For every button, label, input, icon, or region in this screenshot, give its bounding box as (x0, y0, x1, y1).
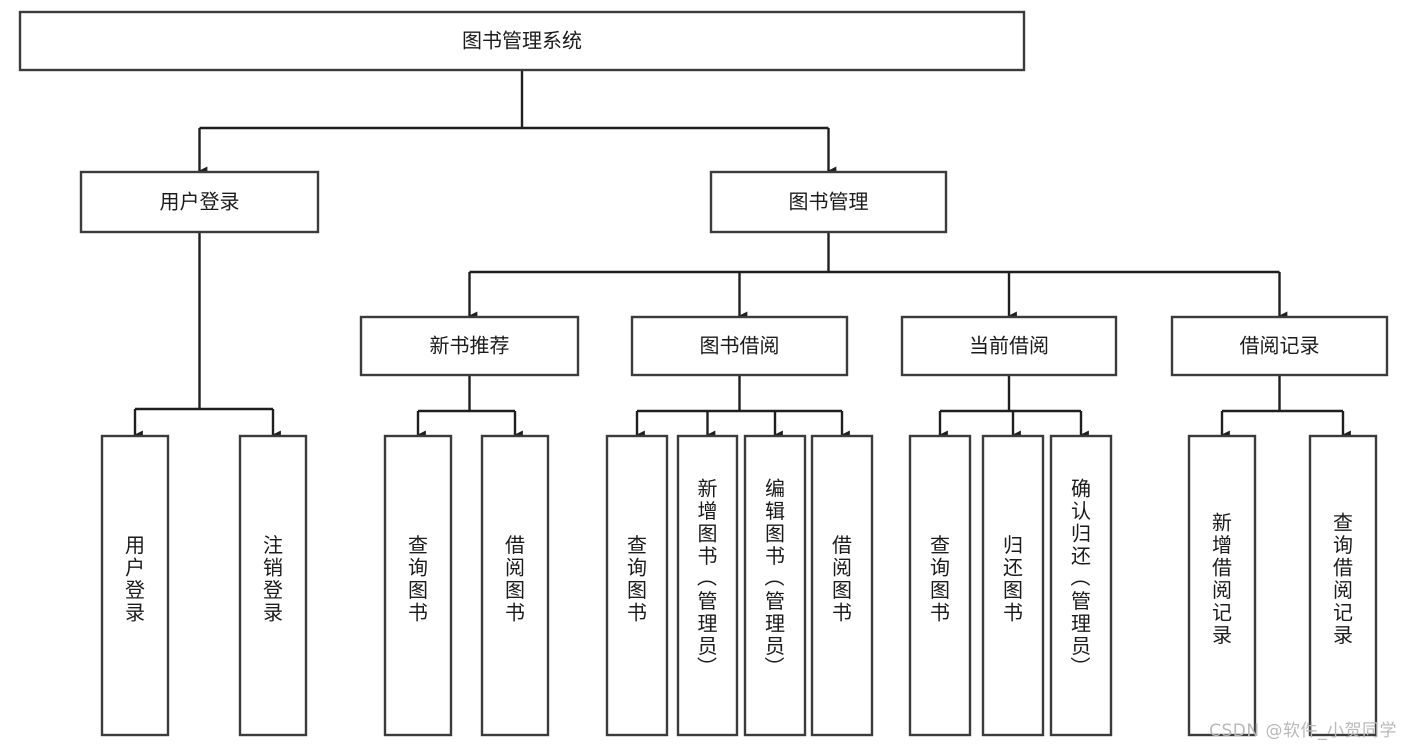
node-root[interactable]: 图书管理系统 (18, 10, 1026, 72)
node-current-borrow[interactable]: 当前借阅 (900, 315, 1118, 377)
node-label-leaf-confirm-return: 确认归还（管理员） (1070, 477, 1091, 681)
node-book-manage[interactable]: 图书管理 (709, 170, 948, 234)
node-label-leaf-borrow-book-1: 借阅图书 (505, 533, 525, 625)
node-borrow-record[interactable]: 借阅记录 (1170, 315, 1389, 377)
node-leaf-confirm-return[interactable]: 确认归还（管理员） (1049, 434, 1113, 737)
node-label-book-manage: 图书管理 (789, 190, 869, 214)
node-label-leaf-user-login: 用户登录 (125, 533, 145, 625)
node-box-leaf-confirm-return (1049, 434, 1113, 737)
node-boxes: 图书管理系统用户登录图书管理新书推荐图书借阅当前借阅借阅记录用户登录注销登录查询… (18, 10, 1389, 737)
node-box-leaf-user-login (100, 434, 170, 737)
node-leaf-query-record[interactable]: 查询借阅记录 (1308, 434, 1378, 737)
node-label-book-borrow: 图书借阅 (700, 334, 780, 358)
node-label-leaf-add-book: 新增图书（管理员） (697, 477, 718, 681)
node-box-book-manage (709, 170, 948, 234)
node-leaf-borrow-book-2[interactable]: 借阅图书 (810, 434, 874, 737)
node-box-current-borrow (900, 315, 1118, 377)
node-label-leaf-add-record: 新增借阅记录 (1212, 510, 1232, 647)
node-label-leaf-query-book-2: 查询图书 (627, 533, 647, 625)
node-box-leaf-query-book-1 (383, 434, 453, 737)
node-box-leaf-query-book-3 (908, 434, 972, 737)
node-box-leaf-logout-login (238, 434, 308, 737)
node-leaf-query-book-2[interactable]: 查询图书 (605, 434, 669, 737)
node-leaf-borrow-book-1[interactable]: 借阅图书 (480, 434, 550, 737)
node-book-borrow[interactable]: 图书借阅 (630, 315, 849, 377)
node-leaf-add-book[interactable]: 新增图书（管理员） (676, 434, 739, 737)
node-box-leaf-add-book (676, 434, 739, 737)
node-label-user-login: 用户登录 (160, 190, 240, 214)
node-leaf-query-book-1[interactable]: 查询图书 (383, 434, 453, 737)
node-label-leaf-borrow-book-2: 借阅图书 (832, 533, 852, 625)
node-user-login[interactable]: 用户登录 (79, 170, 320, 234)
node-label-leaf-logout-login: 注销登录 (263, 533, 283, 625)
node-box-borrow-record (1170, 315, 1389, 377)
node-box-new-book-recommend (359, 315, 580, 377)
node-box-book-borrow (630, 315, 849, 377)
node-box-root (18, 10, 1026, 72)
node-label-leaf-query-record: 查询借阅记录 (1333, 510, 1353, 647)
node-box-user-login (79, 170, 320, 234)
node-leaf-add-record[interactable]: 新增借阅记录 (1187, 434, 1257, 737)
node-box-leaf-query-book-2 (605, 434, 669, 737)
connector-lines (133, 70, 1351, 440)
node-label-leaf-edit-book: 编辑图书（管理员） (764, 477, 785, 681)
node-label-root: 图书管理系统 (462, 29, 582, 53)
watermark-credit: CSDN @软件_小贺同学 (1209, 721, 1397, 741)
node-label-leaf-return-book: 归还图书 (1003, 533, 1023, 625)
node-leaf-edit-book[interactable]: 编辑图书（管理员） (743, 434, 807, 737)
node-box-leaf-edit-book (743, 434, 807, 737)
node-leaf-query-book-3[interactable]: 查询图书 (908, 434, 972, 737)
node-box-leaf-query-record (1308, 434, 1378, 737)
node-label-leaf-query-book-3: 查询图书 (930, 533, 950, 625)
node-leaf-logout-login[interactable]: 注销登录 (238, 434, 308, 737)
node-box-leaf-return-book (981, 434, 1045, 737)
node-box-leaf-borrow-book-2 (810, 434, 874, 737)
node-box-leaf-borrow-book-1 (480, 434, 550, 737)
node-box-leaf-add-record (1187, 434, 1257, 737)
node-leaf-user-login[interactable]: 用户登录 (100, 434, 170, 737)
node-label-leaf-query-book-1: 查询图书 (408, 533, 428, 625)
node-label-borrow-record: 借阅记录 (1240, 334, 1320, 358)
node-label-new-book-recommend: 新书推荐 (430, 334, 510, 358)
node-label-current-borrow: 当前借阅 (969, 334, 1049, 358)
node-new-book-recommend[interactable]: 新书推荐 (359, 315, 580, 377)
node-leaf-return-book[interactable]: 归还图书 (981, 434, 1045, 737)
